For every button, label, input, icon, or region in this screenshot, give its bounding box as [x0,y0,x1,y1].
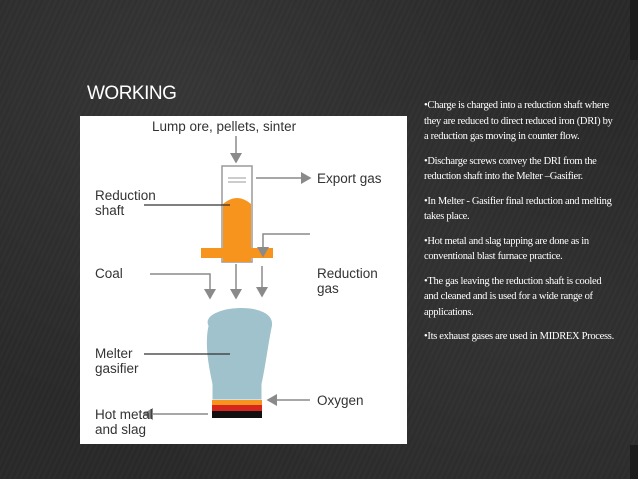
bullet-item: •The gas leaving the reduction shaft is … [424,275,602,318]
hot-metal-label-2: and slag [95,422,147,437]
hot-metal-label-1: Hot metal [95,407,153,422]
bullet-list: •Charge is charged into a reduction shaf… [424,98,614,354]
slide-edge-bar-bottom [630,445,638,479]
bullet-item: •Hot metal and slag tapping are done as … [424,235,589,263]
bullet-item: •Its exhaust gases are used in MIDREX Pr… [424,331,614,342]
bullet-item: •In Melter - Gasifier final reduction an… [424,195,612,223]
hot-metal-layer [212,411,262,418]
reduction-shaft-label-2: shaft [95,203,125,218]
reduction-shaft-fill [223,198,251,262]
input-label: Lump ore, pellets, sinter [152,119,297,134]
corex-process-diagram: Lump ore, pellets, sinter Reduction shaf… [80,116,407,444]
export-gas-label: Export gas [317,171,382,186]
shaft-collar [201,248,273,258]
melter-gasifier-label-1: Melter [95,346,133,361]
reduction-gas-label-1: Reduction [317,266,378,281]
slag-layer-orange [212,400,262,405]
melter-gasifier-label-2: gasifier [95,361,139,376]
slide-title: WORKING [87,83,177,104]
reduction-gas-arrow [257,233,310,258]
coal-label: Coal [95,266,123,281]
slide-edge-bar-top [630,0,638,60]
bullet-item: •Charge is charged into a reduction shaf… [424,100,613,142]
diagram-graphics [142,136,312,420]
reduction-gas-label-2: gas [317,281,339,296]
oxygen-label: Oxygen [317,393,364,408]
bullet-item: •Discharge screws convey the DRI from th… [424,155,597,183]
melter-gasifier [205,307,273,401]
slag-layer-red [212,405,262,411]
coal-arrow [150,273,216,300]
reduction-shaft-label-1: Reduction [95,188,156,203]
